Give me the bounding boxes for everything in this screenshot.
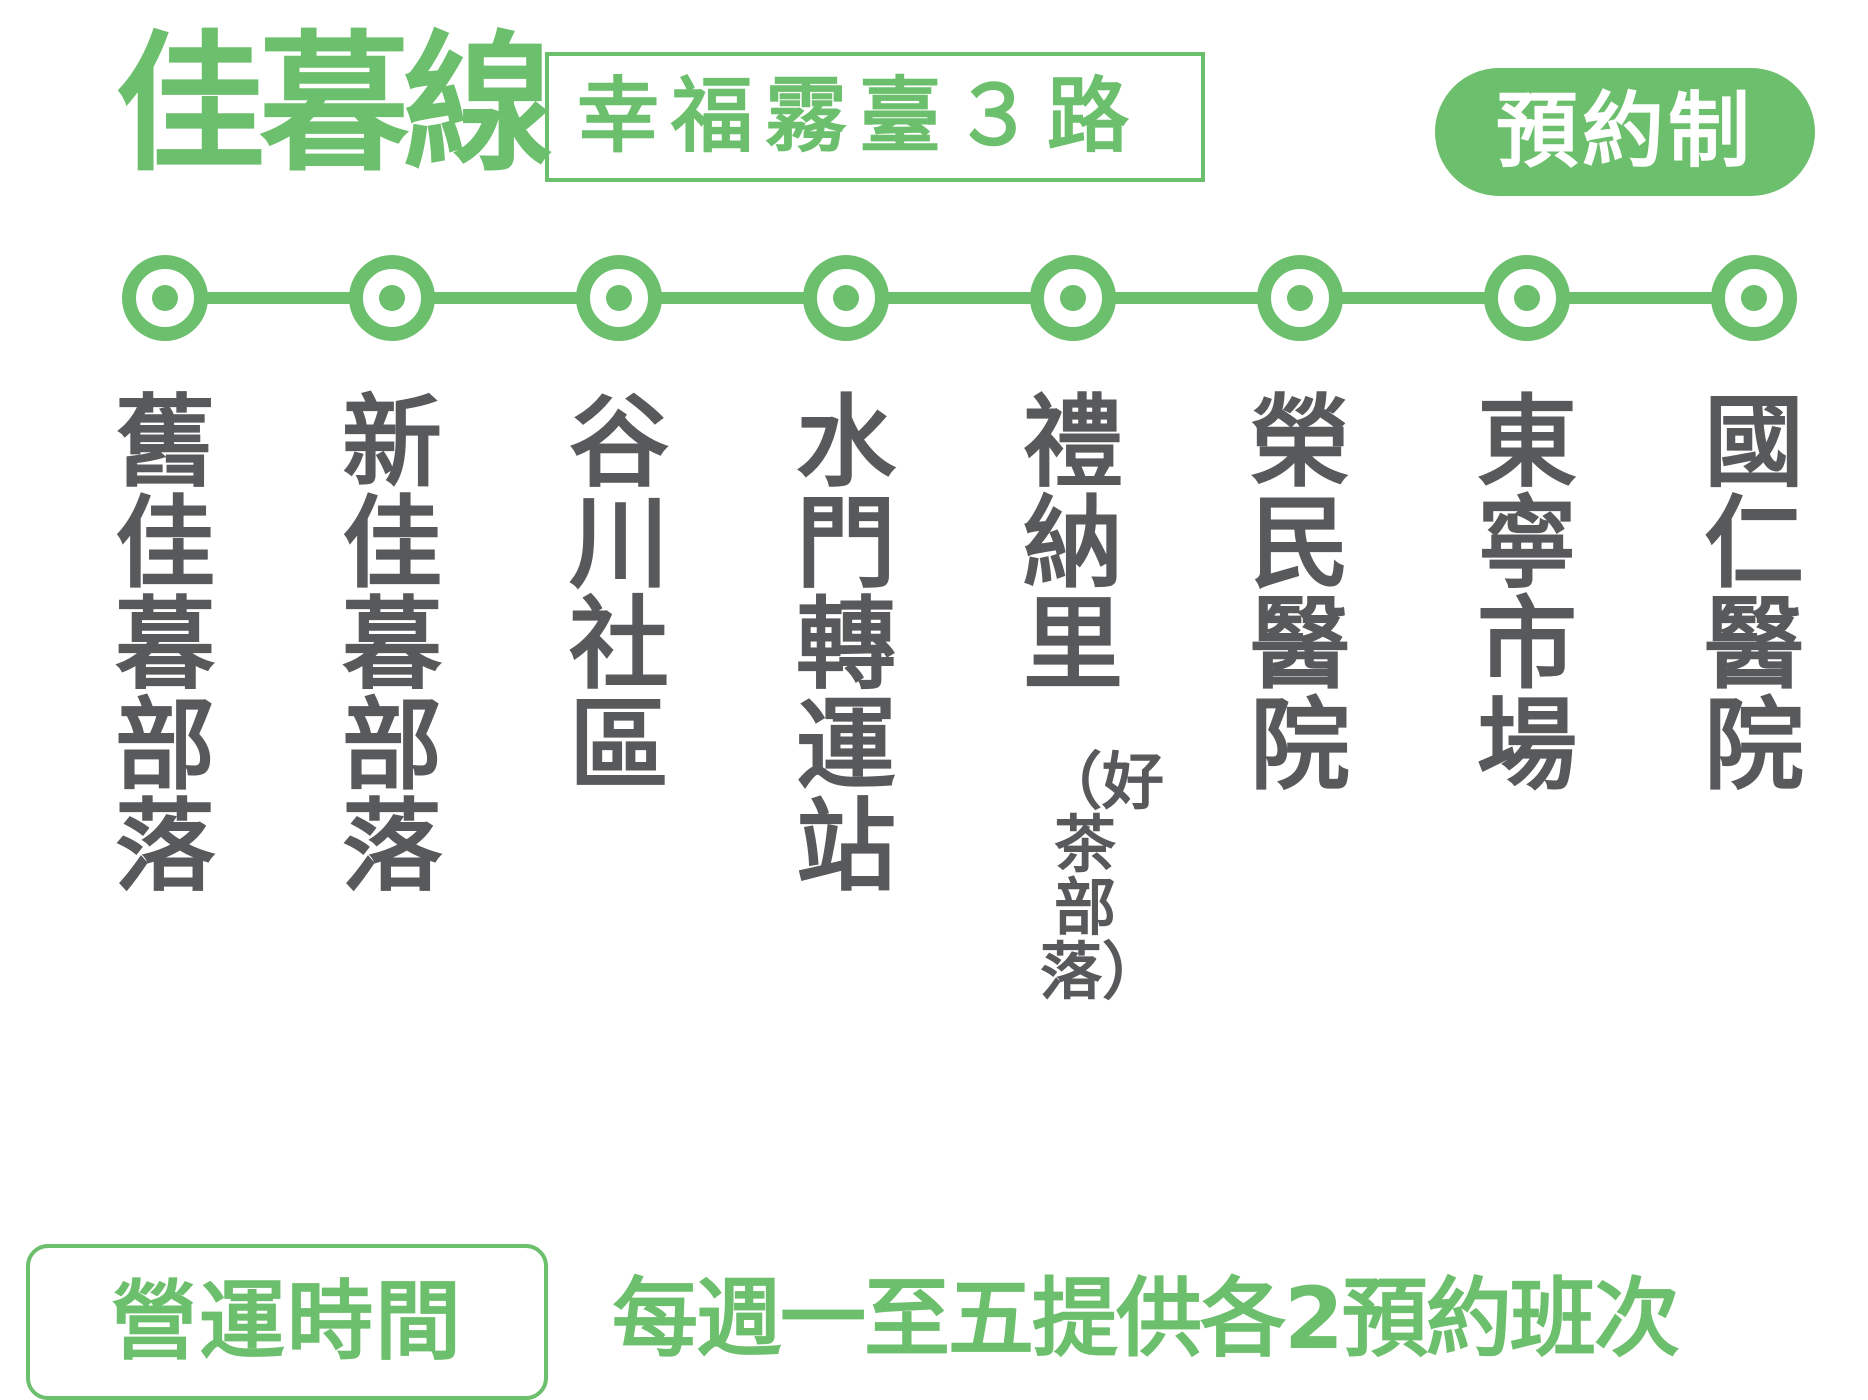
- stop-name-5: 禮納里: [1023, 384, 1123, 703]
- route-name-box: 幸福霧臺３路: [545, 52, 1205, 182]
- stop-marker-3: [576, 255, 662, 341]
- stop-marker-5: [1030, 255, 1116, 341]
- stop-note-5: （好茶部落）: [1040, 745, 1165, 1008]
- stop-dot: [152, 285, 178, 311]
- stop-name-4: 水門轉運站: [796, 384, 896, 905]
- stop-marker-2: [349, 255, 435, 341]
- stop-marker-7: [1484, 255, 1570, 341]
- stop-marker-1: [122, 255, 208, 341]
- operating-hours-label: 營運時間: [111, 1272, 463, 1372]
- stop-dot: [606, 285, 632, 311]
- stop-dot: [1514, 285, 1540, 311]
- route-line: [165, 292, 1755, 304]
- stop-name-6: 榮民醫院: [1250, 384, 1350, 804]
- stop-dot: [833, 285, 859, 311]
- stop-name-3: 谷川社區: [569, 384, 669, 804]
- operating-hours-box: 營運時間: [26, 1244, 548, 1400]
- stop-dot: [1741, 285, 1767, 311]
- service-info: 每週一至五提供各2預約班次: [612, 1269, 1680, 1369]
- line-title: 佳暮線: [115, 18, 553, 192]
- stop-marker-8: [1711, 255, 1797, 341]
- route-name: 幸福霧臺３路: [577, 69, 1142, 164]
- stop-marker-4: [803, 255, 889, 341]
- stop-name-1: 舊佳暮部落: [115, 384, 215, 905]
- stop-name-7: 東寧市場: [1477, 384, 1577, 804]
- booking-label: 預約制: [1495, 84, 1754, 179]
- booking-badge: 預約制: [1435, 68, 1815, 196]
- stop-marker-6: [1257, 255, 1343, 341]
- stop-dot: [1060, 285, 1086, 311]
- stop-name-8: 國仁醫院: [1704, 384, 1804, 804]
- stop-dot: [379, 285, 405, 311]
- stop-dot: [1287, 285, 1313, 311]
- stop-name-2: 新佳暮部落: [342, 384, 442, 905]
